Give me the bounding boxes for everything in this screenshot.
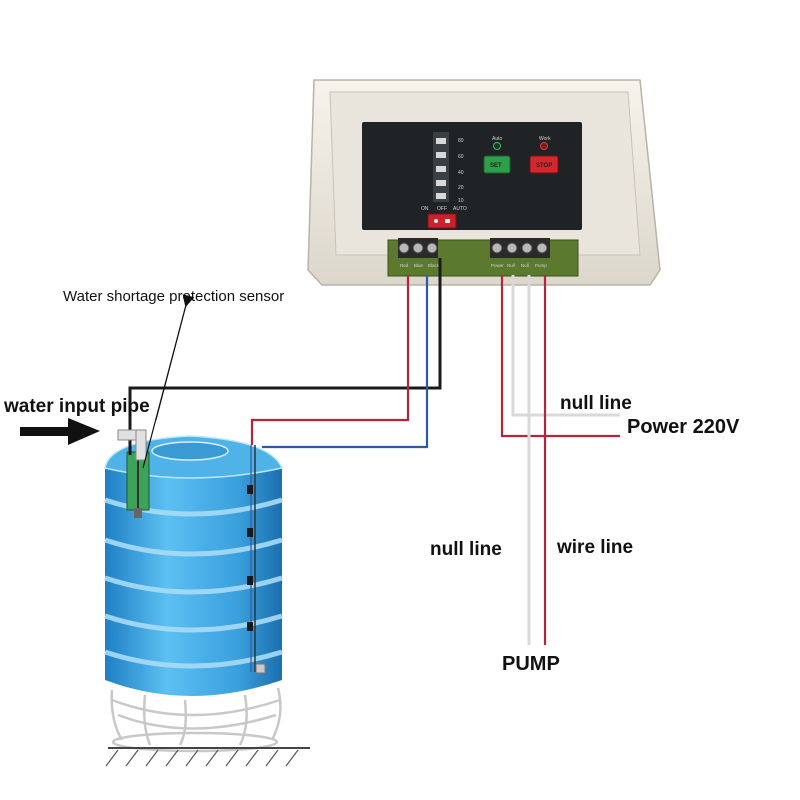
terminal-label-pump: Pump <box>535 263 547 268</box>
terminal-label-power: Power <box>491 263 504 268</box>
power-rocker-switch[interactable] <box>427 213 457 229</box>
blue-wire-probe <box>262 275 429 449</box>
level-probe <box>247 445 266 674</box>
red-wire-sensor <box>250 275 410 445</box>
controller-box: 80 60 40 20 10 ON OFF AUTO Auto Work SET… <box>307 79 661 286</box>
label-null-line-pump: null line <box>430 539 502 560</box>
scale-value: 20 <box>458 185 464 191</box>
label-null-line-power: null line <box>560 393 632 414</box>
level-scale: 80 60 40 20 10 <box>433 132 464 204</box>
terminal-block: Red Blue Black Power Null Null Pump <box>387 238 579 277</box>
wires <box>128 258 620 645</box>
switch-label-on: ON <box>421 206 429 212</box>
indicator-label-work: Work <box>539 136 551 142</box>
label-water-input-pipe: water input pipe <box>3 396 150 417</box>
water-input-pipe <box>117 429 147 461</box>
label-power-220v: Power 220V <box>627 416 740 438</box>
terminal-label-red: Red <box>400 263 409 268</box>
indicator-label-auto: Auto <box>492 136 503 142</box>
tank-body <box>105 468 282 696</box>
stop-button[interactable]: STOP <box>529 155 559 174</box>
power-null-wire <box>511 275 620 417</box>
scale-value: 60 <box>458 154 464 160</box>
scale-value: 10 <box>458 198 464 204</box>
power-live-wire <box>500 275 620 438</box>
label-water-shortage-sensor: Water shortage protection sensor <box>63 288 284 305</box>
control-panel <box>362 122 582 230</box>
set-button-label: SET <box>490 163 502 169</box>
auto-indicator-led <box>493 142 501 150</box>
switch-label-auto: AUTO <box>453 206 467 212</box>
water-inlet-arrow <box>20 418 100 445</box>
sensor-pointer-line-2 <box>155 304 187 421</box>
black-wire <box>128 258 442 455</box>
tank-lid <box>151 441 229 461</box>
water-shortage-sensor <box>126 451 150 518</box>
terminal-label-null: Null <box>507 263 515 268</box>
terminal-label-black: Black <box>428 263 440 268</box>
switch-label-off: OFF <box>437 206 447 212</box>
label-wire-line: wire line <box>556 537 633 558</box>
tank-ribs <box>104 497 283 669</box>
work-indicator-led <box>540 142 548 150</box>
tank-stand <box>110 687 282 753</box>
label-pump: PUMP <box>502 653 560 675</box>
stop-button-label: STOP <box>536 163 552 169</box>
terminal-label-blue: Blue <box>414 263 424 268</box>
scale-value: 80 <box>458 138 464 144</box>
set-button[interactable]: SET <box>483 155 511 174</box>
scale-value: 40 <box>458 170 464 176</box>
ground-hatching <box>105 749 299 767</box>
terminal-label-null: Null <box>521 263 529 268</box>
